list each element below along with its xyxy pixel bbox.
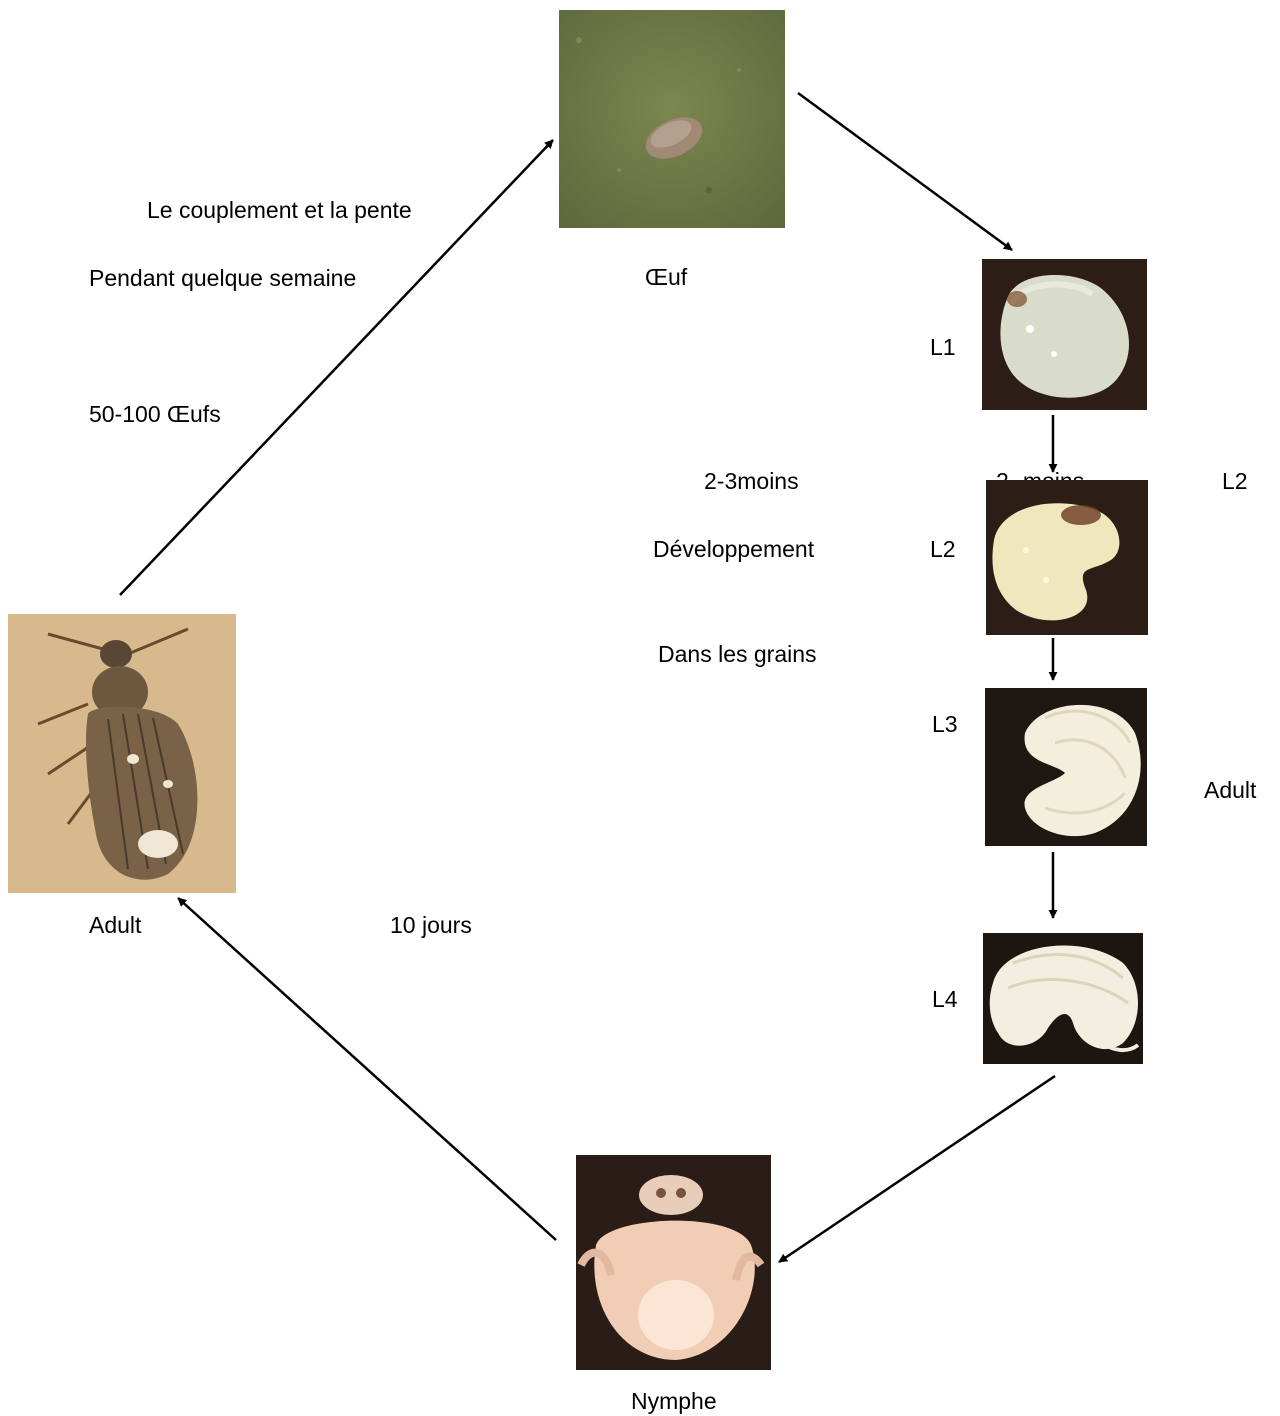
label-months-left: 2-3moins [704,467,799,495]
label-mating: Le couplement et la pente [147,196,412,224]
label-pupa: Nymphe [631,1387,717,1415]
label-egg: Œuf [645,263,687,291]
label-l4: L4 [932,985,958,1013]
label-eggs-count: 50-100 Œufs [89,400,221,428]
arrow-pupa-to-adult [178,898,556,1240]
arrow-l4-to-pupa [779,1076,1055,1262]
pupa-photo [576,1155,771,1370]
label-days: 10 jours [390,911,472,939]
larva-l1-photo [982,259,1147,410]
larva-l4-photo [983,933,1143,1064]
label-adult-right: Adult [1204,776,1256,804]
larva-l3-photo [985,688,1147,846]
label-development: Développement [653,535,814,563]
label-l3: L3 [932,710,958,738]
label-l2-right: L2 [1222,467,1248,495]
larva-l2-photo [986,480,1148,635]
adult-beetle-photo [8,614,236,893]
label-in-grains: Dans les grains [658,640,817,668]
label-duration-weeks: Pendant quelque semaine [89,264,356,292]
arrow-egg-to-l1 [798,93,1012,250]
label-l1: L1 [930,333,956,361]
label-l2: L2 [930,535,956,563]
egg-photo [559,10,785,228]
label-adult: Adult [89,911,141,939]
